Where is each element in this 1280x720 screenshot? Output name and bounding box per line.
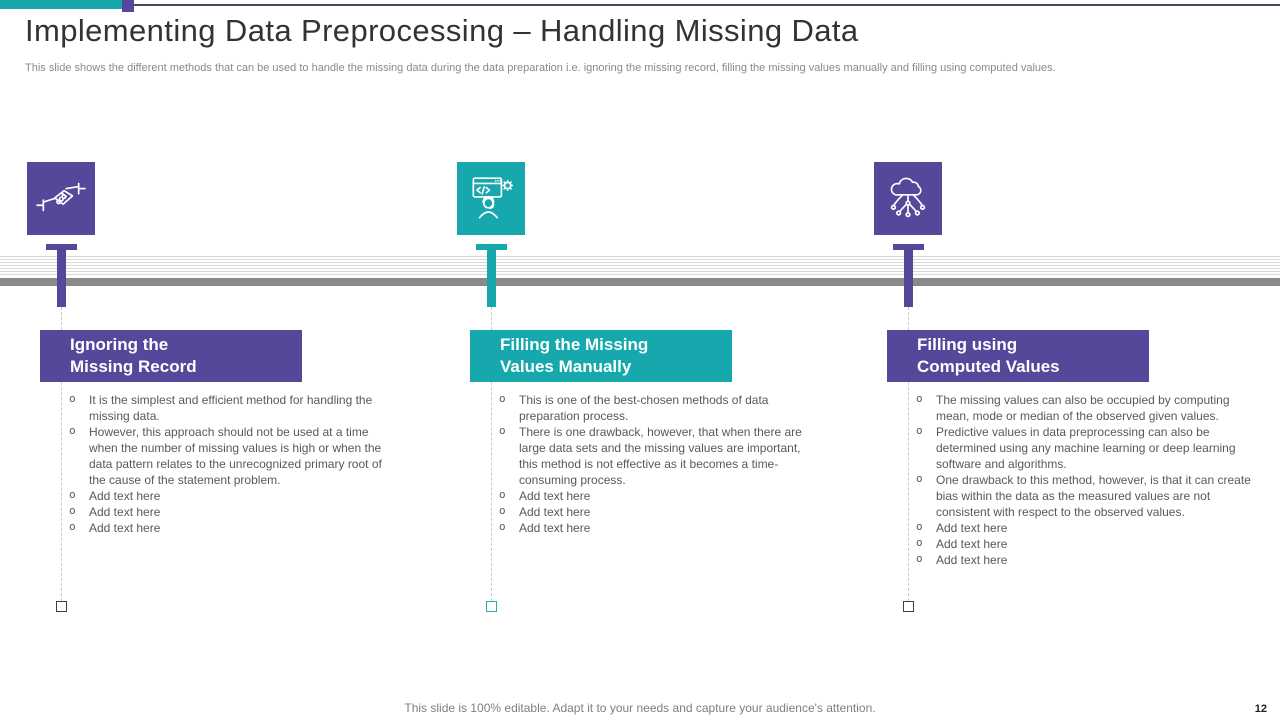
bullet-item: Predictive values in data preprocessing … xyxy=(914,423,1262,472)
method-heading-line2: Computed Values xyxy=(917,357,1060,376)
connector-dashed-line xyxy=(61,307,62,601)
bullet-item: Add text here xyxy=(67,487,399,504)
bullet-list: The missing values can also be occupied … xyxy=(914,391,1262,568)
manual-entry-support-icon xyxy=(457,162,525,235)
top-accent-teal-bar xyxy=(0,0,122,9)
method-heading: Ignoring the Missing Record xyxy=(40,330,302,382)
slide-subtitle: This slide shows the different methods t… xyxy=(25,62,1056,74)
connector-end-square xyxy=(56,601,67,612)
bullet-item: Add text here xyxy=(914,535,1262,552)
method-column-filling-computed-values: Filling using Computed Values The missin… xyxy=(872,0,1272,720)
bullet-item: It is the simplest and efficient method … xyxy=(67,391,399,424)
bullet-item: Add text here xyxy=(914,551,1262,568)
timeline-striped-band xyxy=(0,256,1280,277)
bullet-item: Add text here xyxy=(67,503,399,520)
bullet-item: This is one of the best-chosen methods o… xyxy=(497,391,819,424)
connector-end-square xyxy=(486,601,497,612)
bullet-item: Add text here xyxy=(497,503,819,520)
bullet-item: One drawback to this method, however, is… xyxy=(914,471,1262,520)
bullet-item: There is one drawback, however, that whe… xyxy=(497,423,819,488)
connector-dashed-line xyxy=(491,307,492,601)
connector-pin-cap xyxy=(46,244,77,250)
method-heading-line1: Filling the Missing xyxy=(500,335,649,354)
top-divider-rule xyxy=(134,4,1280,6)
connector-pin-stem xyxy=(57,250,66,307)
bullet-list: This is one of the best-chosen methods o… xyxy=(497,391,819,536)
connector-pin-stem xyxy=(904,250,913,307)
method-heading-line1: Ignoring the xyxy=(70,335,169,354)
connector-pin-stem xyxy=(487,250,496,307)
top-accent-purple-square xyxy=(122,0,134,12)
bullet-item: Add text here xyxy=(914,519,1262,536)
method-heading-line1: Filling using xyxy=(917,335,1018,354)
bullet-item: Add text here xyxy=(497,487,819,504)
handshake-icon xyxy=(27,162,95,235)
method-column-ignoring-missing-record: Ignoring the Missing Record It is the si… xyxy=(25,0,425,720)
connector-pin-cap xyxy=(893,244,924,250)
bullet-list: It is the simplest and efficient method … xyxy=(67,391,399,536)
connector-dashed-line xyxy=(908,307,909,601)
bullet-item: The missing values can also be occupied … xyxy=(914,391,1262,424)
footer-note: This slide is 100% editable. Adapt it to… xyxy=(404,701,876,715)
bullet-item: However, this approach should not be use… xyxy=(67,423,399,488)
bullet-item: Add text here xyxy=(497,519,819,536)
connector-end-square xyxy=(903,601,914,612)
cloud-computing-icon xyxy=(874,162,942,235)
method-heading: Filling the Missing Values Manually xyxy=(470,330,732,382)
page-number: 12 xyxy=(1254,703,1267,715)
bullet-item: Add text here xyxy=(67,519,399,536)
method-column-filling-values-manually: Filling the Missing Values Manually This… xyxy=(455,0,855,720)
method-heading: Filling using Computed Values xyxy=(887,330,1149,382)
method-heading-line2: Values Manually xyxy=(500,357,632,376)
timeline-solid-band xyxy=(0,278,1280,286)
connector-pin-cap xyxy=(476,244,507,250)
slide-title: Implementing Data Preprocessing – Handli… xyxy=(25,13,859,48)
method-heading-line2: Missing Record xyxy=(70,357,197,376)
